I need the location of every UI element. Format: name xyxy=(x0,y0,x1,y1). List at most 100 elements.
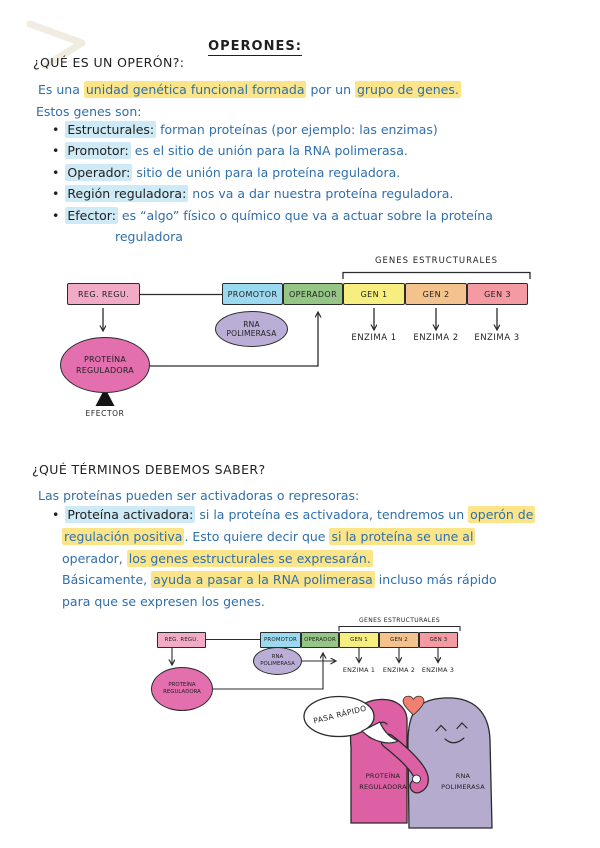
text-seg: Básicamente, xyxy=(62,572,152,588)
genes-estructurales-label-small: GENES ESTRUCTURALES xyxy=(358,617,441,624)
enzima1-label: ENZIMA 1 xyxy=(351,333,397,343)
gen2-label: GEN 2 xyxy=(422,289,450,299)
definition: nos va a dar nuestra proteína reguladora… xyxy=(192,186,454,202)
gen2-box-small: GEN 2 xyxy=(379,632,419,648)
purple-blob-label-line1: RNA xyxy=(455,772,471,780)
intro-highlight-2: grupo de genes. xyxy=(354,81,461,98)
gen3-box: GEN 3 xyxy=(467,283,528,305)
text-seg: si la proteína es activadora, tendremos … xyxy=(199,507,469,522)
text-highlight: regulación positiva xyxy=(62,527,185,545)
pink-blob-label: PROTEÍNA REGULADORA xyxy=(354,771,412,792)
list-item: • Estructurales: forman proteínas (por ej… xyxy=(52,119,493,140)
gen1-label-small: GEN 1 xyxy=(350,636,368,643)
intro-seg1: Es una xyxy=(38,82,84,97)
protein-label-line2: REGULADORA xyxy=(76,366,134,375)
efector-triangle-icon xyxy=(95,388,115,406)
term: Región reguladora: xyxy=(65,185,189,203)
protein-label-line1: PROTEÍNA xyxy=(83,355,127,364)
definition-wrap: reguladora xyxy=(115,229,183,245)
page-title: OPERONES: xyxy=(208,39,302,56)
hug-cartoon xyxy=(303,695,493,829)
paragraph-line: para que se expresen los genes. xyxy=(52,591,535,613)
term: Estructurales: xyxy=(65,121,157,138)
text-highlight: ayuda a pasar a la RNA polimerasa xyxy=(151,571,375,589)
faint-corner-mark xyxy=(26,20,86,70)
rna-label-line2: POLIMERASA xyxy=(226,329,277,338)
section2-intro: Las proteínas pueden ser activadoras o r… xyxy=(38,488,360,503)
pink-arm xyxy=(381,734,428,793)
text-highlight: operón de xyxy=(468,506,536,523)
protein-label-line2-small: REGULADORA xyxy=(163,689,201,695)
purple-blob xyxy=(407,697,493,829)
bullet-dot: • xyxy=(52,507,60,522)
rna-polimerasa-ellipse-small: RNA POLIMERASA xyxy=(253,647,302,675)
operador-box-small: OPERADOR xyxy=(301,632,339,648)
gen2-box: GEN 2 xyxy=(405,283,467,305)
genes-bracket xyxy=(342,271,531,279)
protein-label-line1-small: PROTEÍNA xyxy=(168,681,196,688)
speech-bubble-tail xyxy=(361,721,399,744)
promotor-label: PROMOTOR xyxy=(227,289,278,299)
intro-line-1: Es una unidad genética funcional formada… xyxy=(38,79,461,100)
bullet-dot: • xyxy=(52,122,60,137)
proteina-reguladora-ellipse-small: PROTEÍNA REGULADORA xyxy=(151,667,213,711)
efector-label: EFECTOR xyxy=(85,409,125,418)
page-title-wrap: OPERONES: xyxy=(195,35,315,56)
paragraph-line: • Proteína activadora: si la proteína es … xyxy=(52,504,536,526)
pink-blob-label-line1: PROTEÍNA xyxy=(365,772,401,780)
paragraph-line: Básicamente, ayuda a pasar a la RNA poli… xyxy=(52,569,535,591)
reg-regu-label: REG. REGU. xyxy=(77,289,130,299)
intro-seg2: por un xyxy=(306,82,355,97)
diagram2-connectors xyxy=(172,625,461,690)
text-seg: para que se expresen los genes. xyxy=(62,594,265,610)
list-item: •Operador: sitio de unión para la proteí… xyxy=(52,162,493,183)
term: Proteína activadora: xyxy=(65,506,196,523)
promotor-label-small: PROMOTOR xyxy=(263,636,297,643)
hand-curl xyxy=(412,774,421,784)
section2-heading: ¿QUÉ TÉRMINOS DEBEMOS SABER? xyxy=(32,462,266,477)
text-seg: operador, xyxy=(62,550,127,566)
paragraph-line: operador, los genes estructurales se exp… xyxy=(52,548,535,570)
operador-label: OPERADOR xyxy=(288,289,338,299)
text-highlight: si la proteína se une al xyxy=(329,527,476,545)
purple-eye-right xyxy=(456,722,468,730)
protein-to-operator-arrow-small xyxy=(213,653,323,690)
bullet-dot: • xyxy=(52,186,60,202)
pink-blob-label-line2: REGULADORA xyxy=(359,782,407,791)
term: Operador: xyxy=(65,163,133,181)
list-item: •Promotor: es el sitio de unión para la … xyxy=(52,140,493,161)
text-highlight: los genes estructurales se expresarán. xyxy=(126,549,373,567)
rna-label-line1-small: RNA xyxy=(271,654,284,660)
enzima3-label: ENZIMA 3 xyxy=(474,333,520,343)
bullet-dot: • xyxy=(52,143,60,159)
proteina-reguladora-ellipse: PROTEÍNA REGULADORA xyxy=(60,337,150,393)
operador-label-small: OPERADOR xyxy=(304,636,336,643)
purple-eye-left xyxy=(435,724,447,732)
intro-highlight-1: unidad genética funcional formada xyxy=(83,81,307,98)
bullet-dot: • xyxy=(52,207,60,223)
enzima2-label-small: ENZIMA 2 xyxy=(382,667,416,674)
gen1-box: GEN 1 xyxy=(343,283,405,305)
text-seg: . Esto quiere decir que xyxy=(184,528,330,544)
speech-bubble xyxy=(303,695,375,738)
purple-smile xyxy=(444,737,465,744)
gen2-label-small: GEN 2 xyxy=(390,636,408,643)
list-item: •Efector: es “algo” físico o químico que… xyxy=(52,205,493,226)
promotor-box-small: PROMOTOR xyxy=(260,632,301,648)
definition: forman proteínas (por ejemplo: las enzim… xyxy=(160,122,438,137)
promotor-box: PROMOTOR xyxy=(222,283,283,305)
reg-regu-box: REG. REGU. xyxy=(67,283,140,305)
text-seg: incluso más rápido xyxy=(374,572,497,588)
purple-blob-label: RNA POLIMERASA xyxy=(437,771,489,792)
definition: es el sitio de unión para la RNA polimer… xyxy=(134,143,408,159)
gene-types-list: • Estructurales: forman proteínas (por ej… xyxy=(52,119,493,247)
section1-heading: ¿QUÉ ES UN OPERÓN?: xyxy=(33,55,185,70)
diagram1-connectors xyxy=(103,271,531,367)
enzima2-label: ENZIMA 2 xyxy=(413,333,459,343)
list-item-wrap: reguladora xyxy=(52,226,493,247)
gen1-box-small: GEN 1 xyxy=(339,632,379,648)
definition: sitio de unión para la proteína regulado… xyxy=(136,164,401,180)
enzima3-label-small: ENZIMA 3 xyxy=(421,667,455,674)
list-item: • Región reguladora: nos va a dar nuestra… xyxy=(52,183,493,204)
